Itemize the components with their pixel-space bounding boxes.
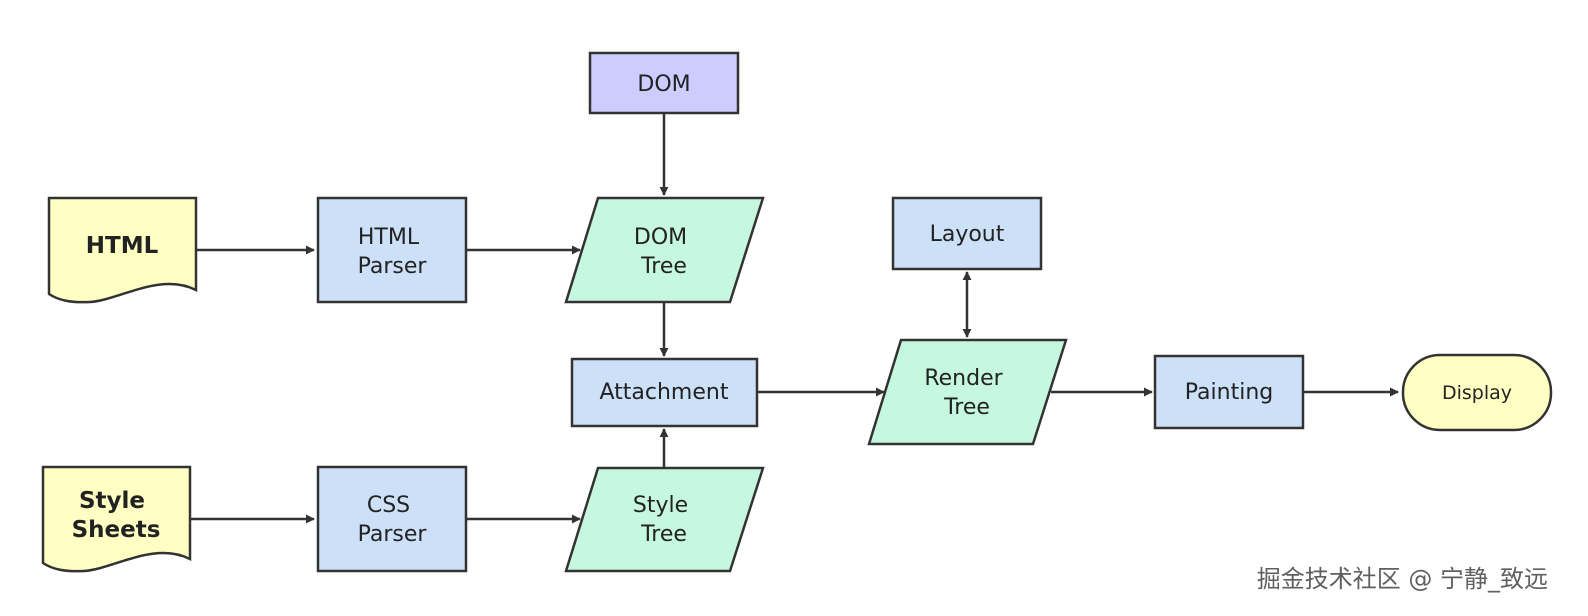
svg-text:HTML: HTML [86, 233, 159, 259]
node-label: Render [924, 366, 1003, 391]
node-label: Display [1442, 382, 1512, 404]
node-layout: Layout [891, 196, 1043, 271]
node-label: Attachment [600, 380, 729, 405]
node-label: Parser [358, 522, 428, 547]
node-label: Style [633, 493, 688, 518]
svg-text:CSS Parser: CSS Parser [358, 493, 428, 547]
node-label: Tree [640, 522, 687, 547]
node-label: Layout [930, 222, 1005, 247]
edges [191, 113, 1399, 524]
svg-text:DOM Tree: DOM Tree [634, 225, 694, 279]
svg-text:Painting: Painting [1185, 380, 1273, 405]
node-style-sheets-document: Style Sheets [41, 465, 192, 573]
node-html-document: HTML [47, 196, 198, 304]
node-label: DOM [637, 72, 690, 97]
svg-text:Render Tree: Render Tree [924, 366, 1009, 420]
node-label: Tree [943, 395, 990, 420]
node-label: HTML [86, 233, 159, 259]
node-label: Parser [358, 254, 428, 279]
watermark: 掘金技术社区 @ 宁静_致远 [1256, 565, 1548, 593]
node-html-parser: HTML Parser [316, 196, 468, 304]
svg-text:Attachment: Attachment [600, 380, 729, 405]
node-css-parser: CSS Parser [316, 465, 468, 573]
svg-text:HTML Parser: HTML Parser [358, 225, 428, 279]
svg-text:Layout: Layout [930, 222, 1005, 247]
node-display: Display [1401, 353, 1553, 432]
node-label: Style [79, 488, 145, 514]
node-label: DOM [634, 225, 687, 250]
node-label: Painting [1185, 380, 1273, 405]
svg-text:Style Tree: Style Tree [633, 493, 695, 547]
node-dom-tree: DOM Tree [564, 196, 765, 304]
node-style-tree: Style Tree [564, 466, 765, 573]
svg-text:Display: Display [1442, 382, 1512, 404]
svg-text:Style Sheets: Style Sheets [72, 488, 161, 543]
svg-text:DOM: DOM [637, 72, 690, 97]
node-label: HTML [358, 225, 420, 250]
node-render-tree: Render Tree [867, 338, 1068, 446]
node-label: Sheets [72, 517, 161, 543]
node-label: Tree [640, 254, 687, 279]
node-label: CSS [367, 493, 410, 518]
node-painting: Painting [1153, 354, 1305, 430]
node-dom: DOM [588, 51, 740, 115]
node-attachment: Attachment [570, 357, 759, 428]
